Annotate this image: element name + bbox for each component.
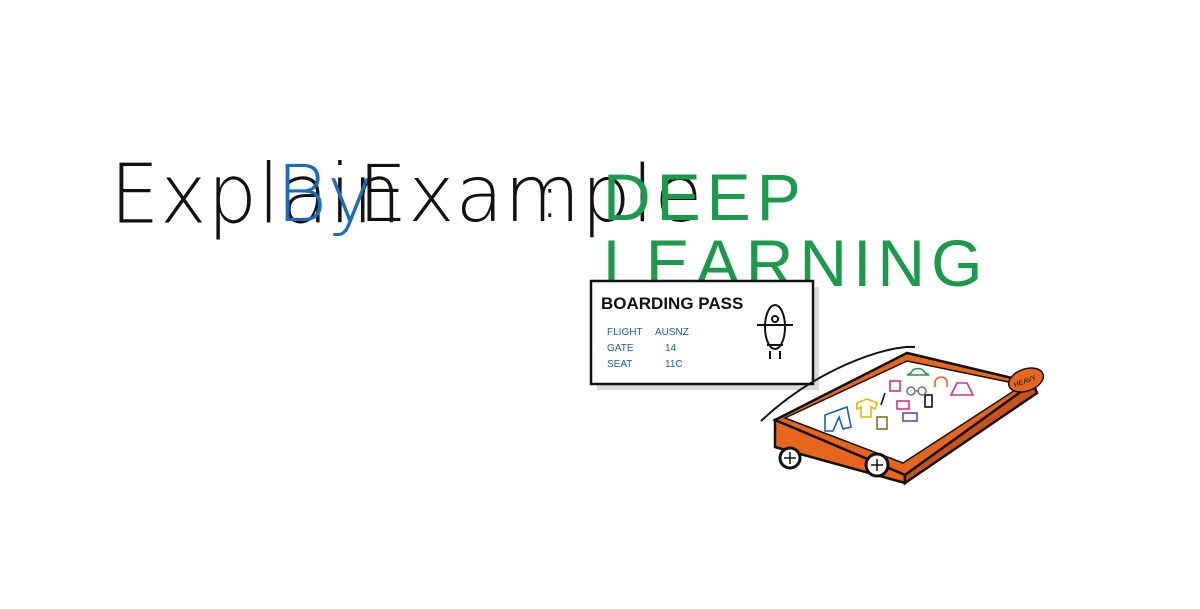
skirt-icon	[949, 382, 975, 396]
phone-icon	[924, 394, 933, 408]
perfume-icon	[889, 380, 901, 392]
travel-illustration: BOARDING PASS FLIGHT AUSNZ GATE 14 SEAT …	[589, 279, 1045, 486]
title-by: By	[276, 150, 374, 240]
pass-label-flight: FLIGHT	[607, 327, 643, 338]
airplane-icon	[757, 304, 793, 359]
pass-label-seat: SEAT	[607, 359, 632, 370]
pass-label-gate: GATE	[607, 343, 634, 354]
pass-value-seat: 11C	[665, 359, 683, 370]
book-icon	[876, 416, 888, 430]
luggage-tag: HEAVY	[1007, 367, 1045, 393]
brush-icon	[880, 392, 886, 406]
boarding-pass-heading: BOARDING PASS	[601, 294, 743, 313]
shirt-icon	[856, 398, 878, 418]
boarding-pass: BOARDING PASS FLIGHT AUSNZ GATE 14 SEAT …	[589, 279, 819, 390]
title: Explain By Example : DEEP LEARNING	[110, 138, 1110, 296]
glasses-icon	[906, 386, 927, 396]
pass-value-flight: AUSNZ	[655, 327, 689, 338]
title-example: Example	[358, 150, 704, 240]
title-explain: Explain	[110, 147, 403, 243]
pants-icon	[824, 405, 852, 432]
title-colon: :	[540, 163, 560, 231]
pass-value-gate: 14	[665, 343, 677, 354]
camera-icon	[902, 412, 918, 422]
headphones-icon	[934, 376, 948, 387]
hat-icon	[906, 367, 930, 376]
suitcase: HEAVY	[760, 345, 1045, 486]
wallet-icon	[896, 400, 910, 410]
